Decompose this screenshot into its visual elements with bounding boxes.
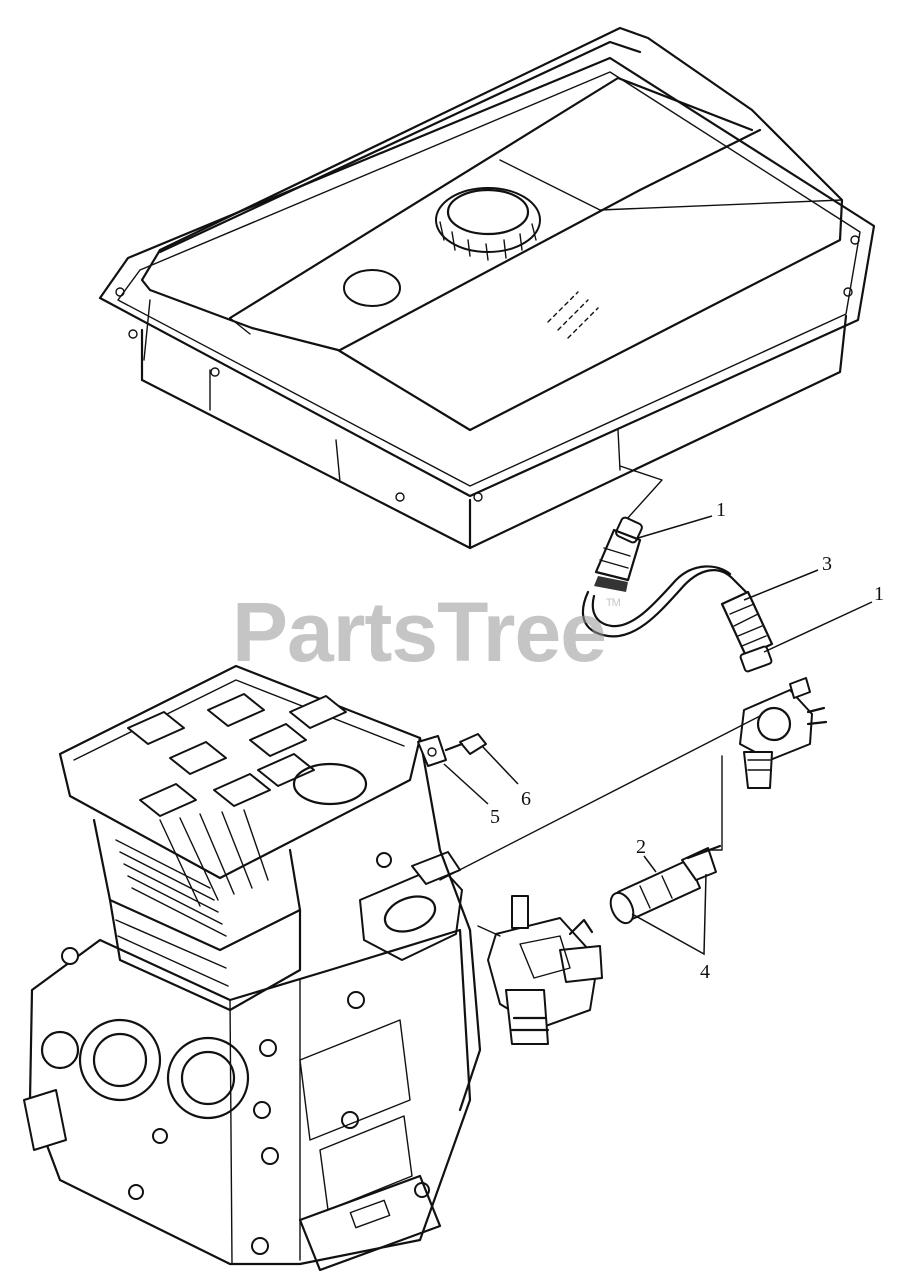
callout-4: 4: [631, 873, 710, 983]
callout-number: 3: [822, 553, 832, 575]
callout-number: 5: [490, 806, 500, 828]
callout-number: 1: [716, 499, 726, 521]
fuel-cock: [739, 677, 828, 789]
bracket-part: [417, 735, 447, 767]
fuel-joint-upper: [594, 516, 643, 592]
callout-number: 2: [636, 836, 646, 858]
engine-block: [23, 664, 482, 1272]
callout-2: 2: [636, 836, 657, 873]
fuel-hose-lower: [609, 844, 722, 925]
callout-1-upper: 1: [637, 499, 726, 539]
fuel-hose-flexible: [581, 565, 748, 638]
callout-number: 4: [700, 961, 710, 983]
callout-number: 6: [521, 788, 531, 810]
callout-number: 1: [874, 583, 884, 605]
callout-5: 5: [443, 763, 500, 828]
fuel-tank: [98, 26, 876, 550]
callout-1-right: 1: [763, 583, 884, 653]
callout-3: 3: [743, 553, 832, 601]
fuel-hose-upper: [720, 590, 774, 673]
carburetor: [487, 895, 603, 1045]
callout-6: 6: [481, 745, 531, 810]
bolt-part: [444, 733, 487, 755]
